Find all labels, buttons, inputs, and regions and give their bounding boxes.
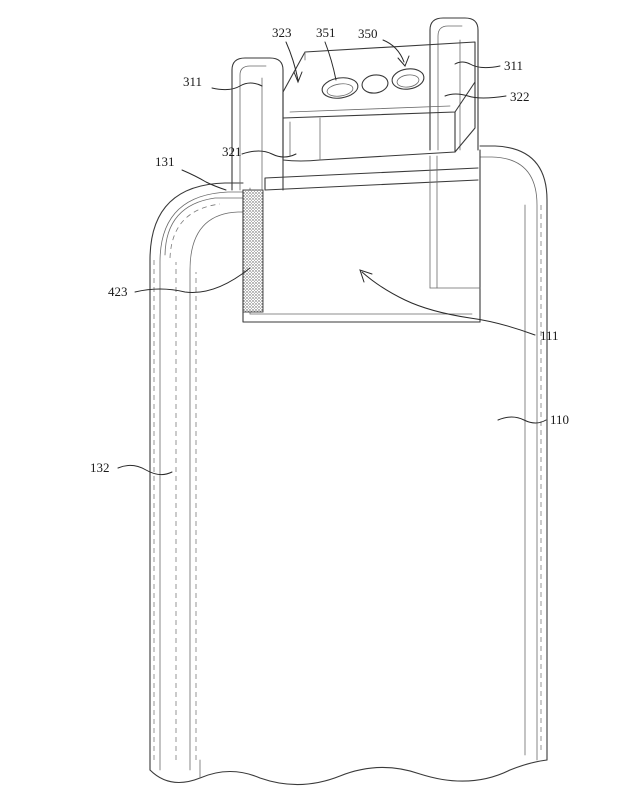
- shoulder-131: [164, 197, 244, 259]
- hole-351: [321, 77, 359, 99]
- label-311-right: 311: [504, 58, 523, 73]
- label-350: 350: [358, 26, 378, 41]
- main-body-110: [149, 145, 548, 786]
- leader-lines: [117, 39, 547, 476]
- lug-311-left: [231, 57, 284, 191]
- hole-center: [361, 74, 389, 94]
- label-111: 111: [540, 328, 559, 343]
- adhesive-strip-423: [242, 189, 264, 313]
- label-321: 321: [222, 144, 242, 159]
- reference-labels: 311 311 323 351 350 322 321 131 423 111 …: [90, 25, 569, 475]
- cap-block-322: [282, 41, 476, 162]
- label-131: 131: [155, 154, 175, 169]
- hole-right: [391, 68, 425, 90]
- leader-111-arrow: [359, 269, 373, 283]
- label-423: 423: [108, 284, 128, 299]
- leader-131: [181, 169, 227, 191]
- leader-321: [241, 150, 297, 158]
- vent-holes-350: [321, 68, 425, 99]
- label-351: 351: [316, 25, 336, 40]
- label-322: 322: [510, 89, 530, 104]
- lug-311-right: [429, 17, 479, 151]
- leader-350: [382, 39, 405, 63]
- label-132: 132: [90, 460, 110, 475]
- leader-111: [361, 271, 536, 336]
- label-323: 323: [272, 25, 292, 40]
- leader-322: [444, 93, 507, 99]
- leader-311a: [211, 82, 263, 91]
- leader-351: [324, 41, 337, 81]
- leader-323-arrow: [293, 71, 303, 84]
- leader-132: [117, 464, 173, 476]
- leader-110: [497, 416, 547, 424]
- leader-323: [285, 41, 299, 81]
- leader-423: [134, 267, 251, 293]
- window-111: [242, 149, 481, 323]
- label-311-left: 311: [183, 74, 202, 89]
- leader-350-arrow: [397, 55, 410, 67]
- label-110: 110: [550, 412, 569, 427]
- leader-311b: [454, 61, 501, 69]
